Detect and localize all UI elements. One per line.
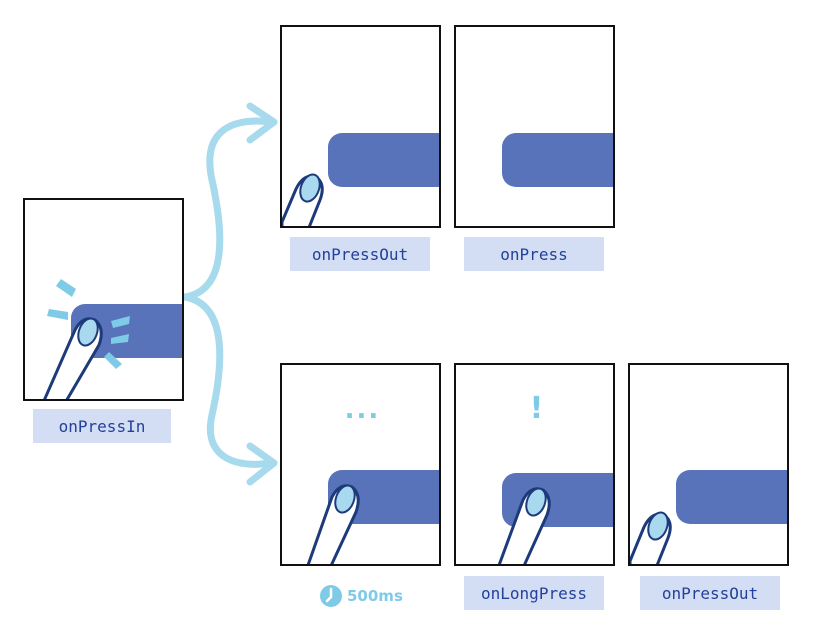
finger-icon: [282, 173, 324, 226]
finger-icon: [306, 484, 360, 564]
waiting-indicator: ...: [344, 395, 381, 425]
arrow-to-release: [181, 117, 274, 301]
arrow-head-release: [246, 102, 278, 144]
clock-icon: [320, 585, 342, 607]
touch-button: [328, 133, 439, 187]
frame-long-press: !: [454, 363, 615, 566]
label-on-press-out-after-long-press: onPressOut: [640, 576, 780, 610]
label-on-press-in: onPressIn: [33, 409, 171, 443]
frame-press-in: [23, 198, 184, 401]
alert-indicator: !: [529, 391, 544, 426]
arrow-to-hold: [181, 293, 274, 468]
frame-press: [454, 25, 615, 228]
label-on-press-out-release: onPressOut: [290, 237, 430, 271]
frame-press-out-release: [280, 25, 441, 228]
finger-icon: [497, 487, 551, 564]
frame-press-out-after-long-press: [628, 363, 789, 566]
finger-icon: [630, 511, 672, 564]
touch-button: [676, 470, 787, 524]
touch-button: [502, 133, 613, 187]
label-on-press: onPress: [464, 237, 604, 271]
finger-icon: [43, 317, 103, 399]
frame-holding: ...: [280, 363, 441, 566]
press-burst-icon: [47, 279, 130, 369]
timer-value: 500ms: [347, 587, 403, 605]
label-on-long-press: onLongPress: [464, 576, 604, 610]
timer-readout: 500ms: [319, 584, 403, 608]
arrow-head-hold: [246, 442, 278, 486]
